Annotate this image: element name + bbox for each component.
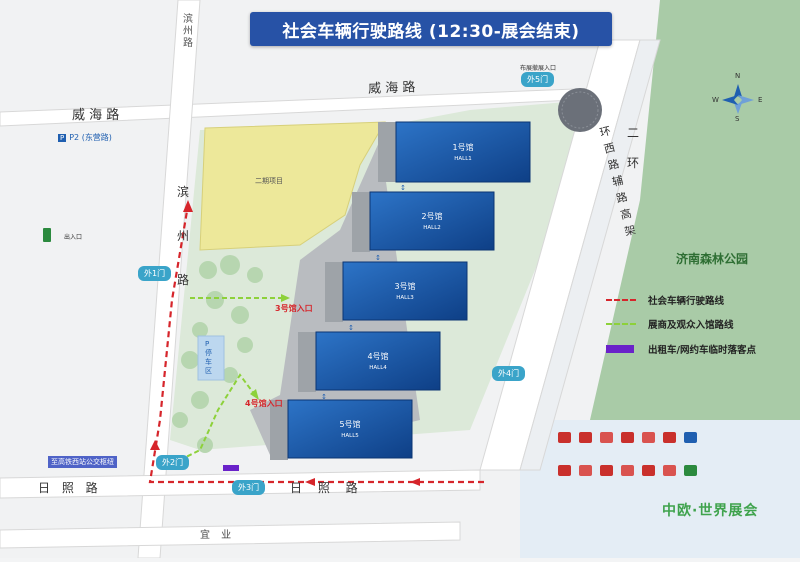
forest-park-label: 济南森林公园 bbox=[676, 252, 749, 266]
legend-label-visitor: 展商及观众入馆路线 bbox=[648, 320, 734, 331]
logo-text: 中欧·世界展会 bbox=[662, 503, 759, 519]
road-label-rizhao: 日 照 路 bbox=[38, 481, 102, 495]
hall-3[interactable] bbox=[342, 261, 468, 321]
cafe-icon bbox=[558, 465, 571, 476]
hall-1-name: 1号馆 bbox=[452, 142, 473, 152]
facility-area bbox=[520, 420, 800, 558]
road-label-rizhao-2: 日 照 路 bbox=[290, 481, 364, 495]
trees bbox=[172, 255, 263, 453]
gate-out4[interactable]: 外4门 bbox=[492, 366, 526, 381]
route-arrow-icon bbox=[305, 478, 315, 486]
bus-icon bbox=[663, 432, 676, 443]
hall-3-sub: HALL3 bbox=[396, 295, 414, 301]
hall-5-sub: HALL5 bbox=[341, 433, 359, 439]
hall-4-sub: HALL4 bbox=[369, 365, 387, 371]
info-icon bbox=[579, 432, 592, 443]
hall-1-sub: HALL1 bbox=[454, 156, 472, 162]
connector-icon: ↕ bbox=[375, 254, 381, 262]
phase2-label: 二期项目 bbox=[255, 177, 283, 185]
legend-label-taxi: 出租车/网约车临时落客点 bbox=[648, 345, 756, 356]
info-icon bbox=[558, 432, 571, 443]
entry-exit-label: 出入口 bbox=[64, 234, 83, 241]
halls bbox=[270, 121, 531, 460]
facility-row-2 bbox=[558, 465, 738, 476]
restroom-icon bbox=[600, 432, 613, 443]
gate-out3[interactable]: 外3门 bbox=[232, 480, 266, 495]
roundabout bbox=[558, 88, 602, 132]
hall-5-name: 5号馆 bbox=[339, 419, 360, 429]
connector-icon: ↕ bbox=[348, 324, 354, 332]
compass-s: S bbox=[735, 115, 740, 123]
bus-stop-label: 至高铁西站公交枢纽 bbox=[48, 456, 117, 468]
page-title: 社会车辆行驶路线 (12:30-展会结束) bbox=[282, 21, 580, 42]
exit-icon bbox=[684, 465, 697, 476]
compass-n: N bbox=[735, 72, 741, 80]
road-label-yiye: 宜 业 bbox=[200, 530, 236, 541]
title-banner: 社会车辆行驶路线 (12:30-展会结束) bbox=[250, 12, 612, 46]
legend-label-vehicle: 社会车辆行驶路线 bbox=[648, 296, 725, 307]
hall-1[interactable] bbox=[395, 121, 531, 183]
car-icon bbox=[642, 432, 655, 443]
gate-out5[interactable]: 外5门 bbox=[521, 72, 555, 87]
road-label-weihai-left: 威 海 路 bbox=[72, 108, 120, 123]
parking-icon: P bbox=[58, 133, 67, 142]
gate-out2[interactable]: 外2门 bbox=[156, 455, 190, 470]
expo-logo: 中欧·世界展会 bbox=[662, 500, 758, 520]
hall-4-name: 4号馆 bbox=[367, 351, 388, 361]
road-label-binzhou-top: 滨州路 bbox=[183, 14, 193, 49]
route-arrow-icon bbox=[183, 200, 193, 212]
visitor-route-2 bbox=[179, 373, 256, 461]
legend-item-taxi: 出租车/网约车临时落客点 bbox=[606, 338, 796, 360]
atm-icon bbox=[642, 465, 655, 476]
compass-e: E bbox=[758, 96, 763, 104]
hall4-entry-label: 4号馆入口 bbox=[245, 399, 283, 408]
hall-2-sub: HALL2 bbox=[423, 225, 441, 231]
facility-row-1 bbox=[558, 432, 738, 443]
food-icon bbox=[621, 432, 634, 443]
red-dashed-arrow-icon bbox=[606, 299, 636, 301]
medical-icon bbox=[579, 465, 592, 476]
hall-4[interactable] bbox=[315, 331, 441, 391]
entry-exit-icon bbox=[43, 228, 51, 242]
route-arrow-icon bbox=[410, 478, 420, 486]
legend: 社会车辆行驶路线 展商及观众入馆路线 出租车/网约车临时落客点 bbox=[606, 290, 796, 360]
cancel-entry-label: 布展撤展入口 bbox=[520, 65, 557, 72]
road-label-weihai-top: 威 海 路 bbox=[367, 80, 416, 97]
legend-item-vehicle: 社会车辆行驶路线 bbox=[606, 290, 796, 310]
taxi-dropoff-icon bbox=[606, 345, 634, 353]
taxi-icon bbox=[621, 465, 634, 476]
taxi-dropoff bbox=[223, 465, 239, 471]
p2-label: P P2 (东营路) bbox=[58, 132, 112, 143]
legend-item-visitor: 展商及观众入馆路线 bbox=[606, 312, 796, 336]
parking-area-label: P 停车区 bbox=[205, 340, 212, 375]
bag-icon bbox=[663, 465, 676, 476]
green-dashed-arrow-icon bbox=[606, 323, 636, 325]
route-arrow-icon bbox=[150, 440, 160, 450]
gate-out1[interactable]: 外1门 bbox=[138, 266, 172, 281]
hall-5[interactable] bbox=[287, 399, 413, 459]
connector-icon: ↕ bbox=[400, 184, 406, 192]
compass-icon: N S W E bbox=[712, 72, 762, 123]
road-label-binzhou-left: 滨 州 路 bbox=[177, 185, 190, 287]
hall-3-name: 3号馆 bbox=[394, 281, 415, 291]
road-label-ring-second: 二 环 bbox=[627, 126, 640, 170]
parking-area bbox=[197, 335, 225, 381]
hall-2-name: 2号馆 bbox=[421, 211, 442, 221]
hall-2[interactable] bbox=[369, 191, 495, 251]
forest-park-area bbox=[590, 0, 800, 420]
road-yiye bbox=[0, 521, 461, 549]
hall3-entry-label: 3号馆入口 bbox=[275, 304, 313, 313]
compass-w: W bbox=[712, 96, 719, 104]
parking-icon bbox=[684, 432, 697, 443]
connector-icon: ↕ bbox=[321, 393, 327, 401]
p2-text: P2 (东营路) bbox=[69, 133, 112, 142]
shop-icon bbox=[600, 465, 613, 476]
facility-icons bbox=[558, 432, 738, 476]
